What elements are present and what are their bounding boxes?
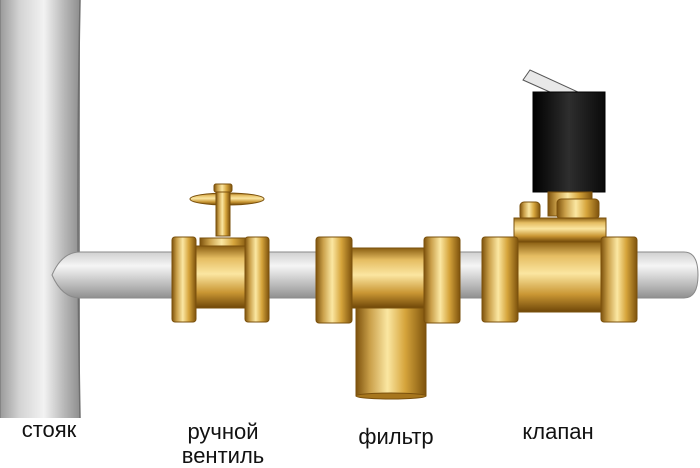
label-manual-valve-line2: вентиль <box>181 443 265 468</box>
riser-right-edge <box>77 0 81 419</box>
solenoid-top-block <box>513 217 607 243</box>
filter-flange-right <box>423 236 461 324</box>
label-filter: фильтр <box>358 424 434 449</box>
solenoid-flange-right <box>600 236 638 323</box>
valve-flange-right <box>244 236 270 323</box>
solenoid-nut-left <box>519 201 541 221</box>
label-manual-valve-line1: ручной <box>187 419 259 444</box>
solenoid-valve <box>481 69 638 323</box>
filter <box>315 236 461 400</box>
solenoid-flange-left <box>481 236 519 323</box>
filter-body <box>339 247 441 309</box>
valve-flange-left <box>171 236 197 323</box>
filter-sump <box>355 303 427 397</box>
valve-stem <box>215 187 231 237</box>
manual-valve <box>171 183 270 323</box>
solenoid-nut-right <box>556 198 600 220</box>
label-manual-valve: ручной вентиль <box>170 420 276 468</box>
riser-pipe <box>0 0 80 418</box>
solenoid-coil <box>532 91 606 193</box>
filter-sump-bottom <box>355 392 427 400</box>
filter-flange-left <box>315 236 353 324</box>
valve-body <box>189 245 255 309</box>
label-solenoid-valve: клапан <box>522 419 594 444</box>
label-riser: стояк <box>21 417 77 442</box>
valve-stem-cap <box>213 183 233 193</box>
